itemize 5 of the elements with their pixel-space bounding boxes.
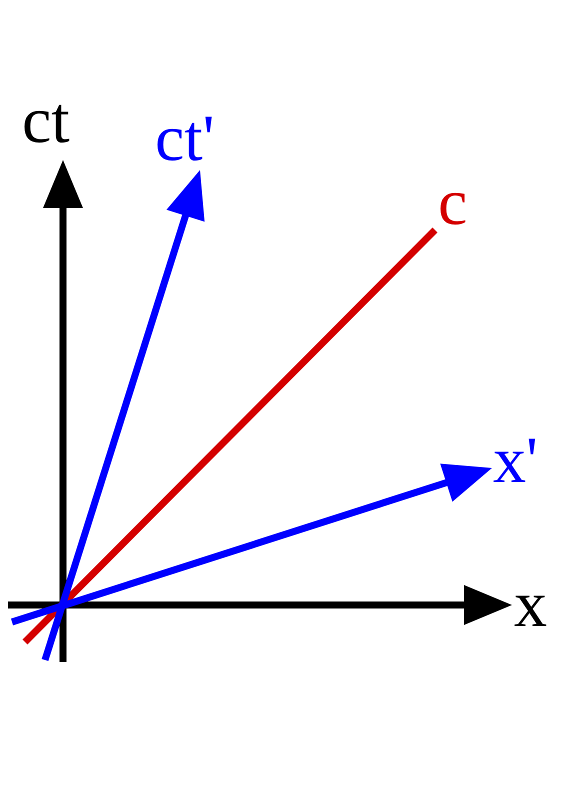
axis-label: c [438, 170, 468, 236]
axis-label: x' [493, 428, 538, 494]
axis-label: ct' [155, 106, 215, 172]
axis-label: ct [22, 88, 70, 154]
axis-label: x [514, 572, 547, 638]
